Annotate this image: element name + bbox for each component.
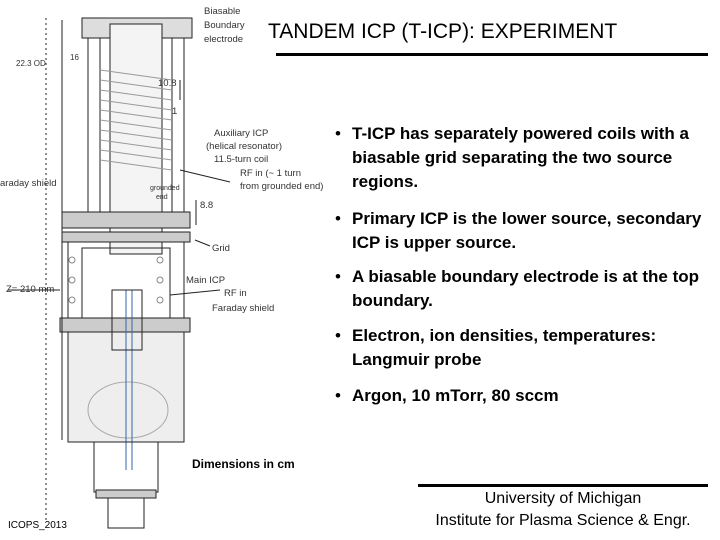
bullet-item: • Argon, 10 mTorr, 80 sccm: [332, 384, 717, 408]
label-aux-icp-2: (helical resonator): [206, 141, 282, 152]
label-dim-1: 1: [172, 106, 177, 117]
slide-title: TANDEM ICP (T-ICP): EXPERIMENT: [268, 20, 618, 43]
label-grid: Grid: [212, 243, 230, 254]
label-od: 22.3 OD: [16, 59, 46, 68]
label-dim-8-8: 8.8: [200, 200, 213, 211]
label-dim-10-8: 10.8: [158, 78, 177, 89]
dimensions-note: Dimensions in cm: [192, 457, 295, 471]
label-z-position: Z= 210 mm: [6, 284, 54, 295]
label-biasable-electrode-3: electrode: [204, 34, 243, 45]
label-aux-icp-3: 11.5-turn coil: [214, 154, 268, 165]
bullet-text: A biasable boundary electrode is at the …: [352, 267, 699, 310]
label-main-icp: Main ICP: [186, 275, 225, 286]
label-rf-in-top-2: from grounded end): [240, 181, 323, 192]
bullet-text: Primary ICP is the lower source, seconda…: [352, 209, 702, 252]
label-faraday-left: araday shield: [0, 178, 57, 189]
label-grounded-end-2: end: [156, 194, 168, 201]
bullet-item: • Electron, ion densities, temperatures: …: [332, 324, 717, 372]
footer-rule: [418, 484, 708, 487]
label-aux-icp-1: Auxiliary ICP: [214, 128, 268, 139]
bullet-item: • T-ICP has separately powered coils with…: [332, 122, 717, 194]
bullet-text: T-ICP has separately powered coils with …: [352, 124, 689, 191]
label-faraday-right: Faraday shield: [212, 303, 274, 314]
label-rf-in-top-1: RF in (~ 1 turn: [240, 168, 301, 179]
bullet-text: Electron, ion densities, temperatures: L…: [352, 326, 657, 369]
bullet-dot-icon: •: [335, 124, 341, 143]
label-rf-in-bottom: RF in: [224, 288, 247, 299]
footer-line-institute: Institute for Plasma Science & Engr.: [435, 512, 691, 529]
footer-line-university: University of Michigan: [484, 490, 642, 507]
bullet-dot-icon: •: [335, 267, 341, 286]
bullet-item: • Primary ICP is the lower source, second…: [332, 207, 717, 255]
label-biasable-electrode-1: Biasable: [204, 6, 240, 17]
footer-affiliation: University of Michigan Institute for Pla…: [418, 488, 708, 532]
bullet-text: Argon, 10 mTorr, 80 sccm: [352, 386, 559, 405]
label-dim-16: 16: [70, 53, 79, 62]
label-biasable-electrode-2: Boundary: [204, 20, 245, 31]
bullet-item: • A biasable boundary electrode is at the…: [332, 265, 717, 313]
bullet-dot-icon: •: [335, 209, 341, 228]
title-underline: [276, 53, 708, 56]
bullet-list: • T-ICP has separately powered coils with…: [332, 122, 717, 408]
bullet-dot-icon: •: [335, 386, 341, 405]
bullet-dot-icon: •: [335, 326, 341, 345]
label-grounded-end-1: grounded: [150, 185, 180, 192]
conference-tag: ICOPS_2013: [8, 520, 67, 531]
